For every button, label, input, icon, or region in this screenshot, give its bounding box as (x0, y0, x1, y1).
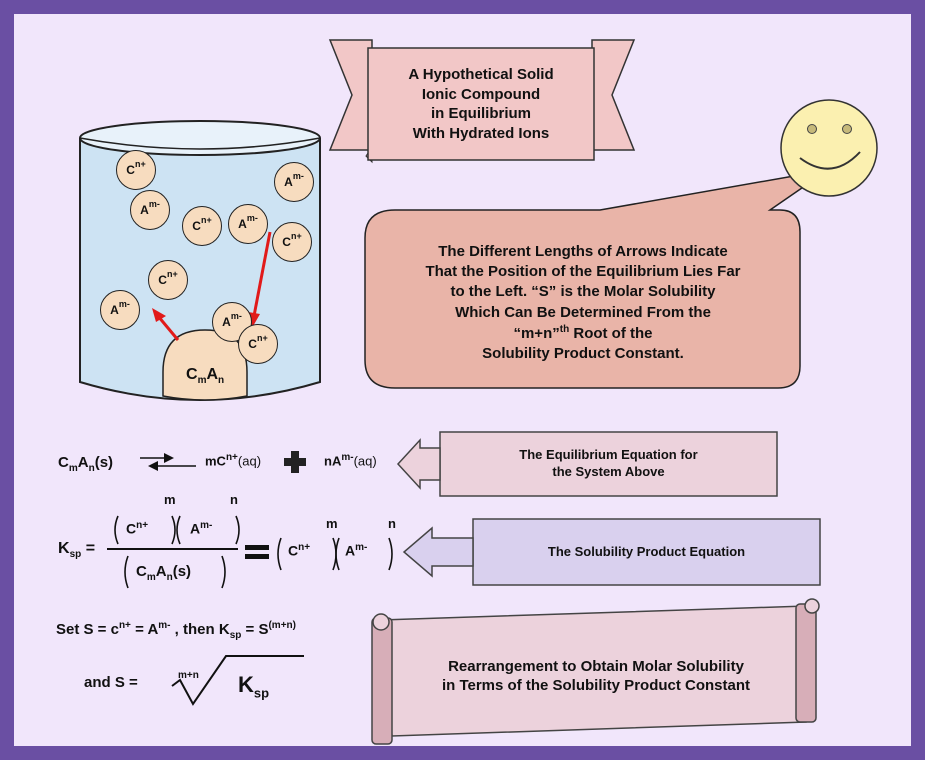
callout-line: Which Can Be Determined From the (455, 303, 711, 321)
banner-line: Ionic Compound (421, 85, 541, 103)
smiley-face-icon (780, 99, 878, 197)
equilibrium-label-line: The Equilibrium Equation for (519, 447, 698, 463)
callout-root: Root of the (573, 324, 653, 342)
equilibrium-arrows (140, 453, 196, 471)
callout-text: The Different Lengths of Arrows Indicate… (372, 228, 794, 378)
banner-text: A Hypothetical Solid Ionic Compound in E… (368, 48, 594, 160)
equilibrium-reactant: CmAn(s) (58, 454, 114, 474)
callout-th: th (559, 323, 570, 335)
callout-line: The Different Lengths of Arrows Indicate (438, 242, 728, 260)
equilibrium-product-anion: nAm-(aq) (324, 452, 377, 469)
ksp-rhs-exponent-n: n (388, 516, 396, 531)
ksp-rhs-cation: Cn+ (288, 542, 311, 559)
banner-line: A Hypothetical Solid (408, 66, 554, 83)
ksp-rhs-anion: Am- (345, 542, 368, 559)
scroll-text: Rearrangement to Obtain Molar Solubility… (396, 626, 796, 726)
equilibrium-label-line: the System Above (552, 464, 665, 479)
callout-line: to the Left. “S” is the Molar Solubility (450, 283, 716, 301)
solubility-definition: Set S = cn+ = Am- , then Ksp = S(m+n) (56, 620, 296, 641)
ksp-label: The Solubility Product Equation (547, 543, 746, 559)
callout-line: Solubility Product Constant. (482, 345, 684, 362)
equilibrium-label-arrow (396, 431, 778, 497)
ksp-label-arrow (402, 518, 821, 586)
scroll-line: Rearrangement to Obtain Molar Solubility (448, 657, 744, 675)
ksp-exponent-n: n (230, 492, 238, 507)
solubility-and-s: and S = (84, 674, 138, 691)
equilibrium-label: The Equilibrium Equation for the System … (440, 432, 777, 496)
root-index: m+n (178, 670, 199, 681)
ksp-numerator-anion: Am- (190, 520, 213, 537)
solid-label: CmAn (186, 366, 225, 387)
callout-bubble (364, 169, 829, 389)
callout-mn: “m+n” (513, 324, 560, 342)
ksp-symbol: Ksp = (58, 540, 96, 561)
equilibrium-product-cation: mCn+(aq) (205, 452, 262, 469)
banner-line: in Equilibrium (431, 105, 531, 122)
ksp-numerator-cation: Cn+ (126, 520, 149, 537)
ksp-rhs-exponent-m: m (326, 516, 338, 531)
big-equals (245, 545, 269, 559)
scroll-line: in Terms of the Solubility Product Const… (441, 677, 751, 694)
callout-line: That the Position of the Equilibrium Lie… (425, 263, 741, 280)
ksp-exponent-m: m (164, 492, 176, 507)
callout-line-root: “m+n”th Root of the (513, 323, 652, 344)
plus-icon (284, 451, 306, 473)
root-radicand: Ksp (238, 672, 270, 701)
scroll (371, 598, 820, 745)
brackets (114, 515, 393, 589)
banner-line: With Hydrated Ions (412, 124, 550, 142)
ksp-denominator: CmAn(s) (136, 563, 192, 583)
root-sign (171, 655, 304, 706)
banner-ribbon (328, 39, 636, 164)
